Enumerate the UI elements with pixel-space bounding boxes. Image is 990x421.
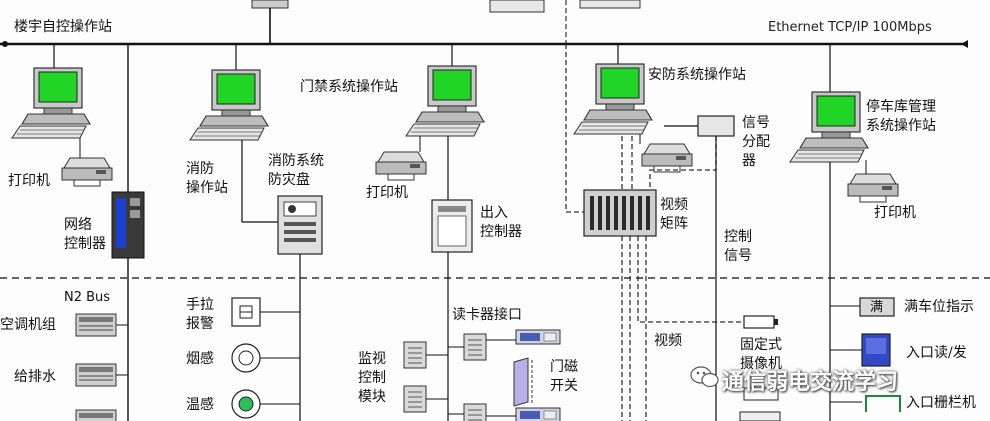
- monitor-module-label: 监视 控制 模块: [358, 351, 386, 405]
- temp-sensor-label: 温感: [186, 397, 214, 413]
- printer-icon-1: [61, 157, 113, 187]
- printer-icon-security: [641, 143, 693, 173]
- printer-label-3: 打印机: [874, 205, 916, 221]
- network-controller-label: 网络 控制器: [64, 217, 106, 252]
- signal-distributor-icon: [697, 115, 735, 137]
- fire-station-label: 消防 操作站: [186, 161, 228, 196]
- full-sign-text: 满: [870, 300, 884, 315]
- bottom-device-icon: [75, 409, 117, 421]
- manual-alarm-label: 手拉 报警: [186, 297, 214, 332]
- video-matrix-icon: [583, 189, 657, 237]
- io-controller-icon: [431, 199, 473, 253]
- n2-bus-label: N2 Bus: [64, 290, 111, 305]
- drainage-label: 给排水: [14, 369, 56, 385]
- ethernet-backbone: [0, 40, 968, 48]
- door-sensor-label: 门磁 开关: [550, 359, 578, 394]
- parking-station-label: 停车库管理 系统操作站: [866, 99, 936, 134]
- card-reader-interface-label: 读卡器接口: [452, 307, 522, 323]
- watermark-text: 通信弱电交流学习: [722, 370, 899, 395]
- card-reader-icon-2: [515, 407, 561, 421]
- temp-sensor-icon: [231, 389, 261, 419]
- drainage-icon: [75, 363, 117, 387]
- access-station-label: 门禁系统操作站: [300, 79, 398, 95]
- bottom-camera-icon: [739, 387, 781, 421]
- top-device-right: [489, 0, 641, 44]
- signal-distributor-label: 信号 分配 器: [742, 115, 770, 169]
- entry-barrier-icon: [865, 395, 901, 412]
- ac-unit-label: 空调机组: [0, 317, 56, 333]
- io-controller-label: 出入 控制器: [480, 205, 522, 240]
- wechat-icon: [690, 366, 719, 388]
- printer-icon-3: [847, 173, 899, 203]
- card-reader-icon-1: [515, 329, 561, 345]
- monitor-module-icon-1: [403, 341, 427, 369]
- ethernet-label: Ethernet TCP/IP 100Mbps: [768, 20, 932, 35]
- fixed-camera-label: 固定式 摄像机: [740, 337, 782, 372]
- full-indicator-label: 满车位指示: [904, 299, 974, 315]
- smoke-sensor-icon: [231, 343, 261, 373]
- entry-reader-label: 入口读/发: [906, 345, 967, 361]
- reader-module-icon-1: [463, 333, 487, 361]
- full-indicator-icon: [859, 297, 895, 317]
- parking-workstation-icon: [789, 91, 869, 163]
- network-controller-icon: [111, 191, 145, 259]
- ac-unit-icon: [75, 313, 117, 337]
- bas-station-label: 楼宇自控操作站: [14, 19, 112, 35]
- printer-label-2: 打印机: [366, 185, 408, 201]
- access-workstation-icon: [405, 65, 485, 137]
- video-lines: [565, 44, 760, 421]
- manual-alarm-icon: [231, 297, 261, 327]
- reader-module-icon-2: [463, 403, 487, 421]
- entry-barrier-label: 入口栅栏机: [906, 395, 976, 411]
- control-signal-label: 控制 信号: [724, 229, 752, 264]
- printer-icon-2: [375, 151, 427, 181]
- monitor-module-icon-2: [403, 385, 427, 413]
- video-label: 视频: [654, 333, 682, 349]
- fixed-camera-icon: [743, 315, 778, 329]
- door-sensor-icon: [513, 357, 533, 407]
- video-matrix-label: 视频 矩阵: [660, 197, 688, 232]
- security-workstation-icon: [573, 63, 653, 135]
- fire-panel-label: 消防系统 防灾盘: [268, 153, 324, 188]
- bas-workstation-icon: [11, 67, 91, 139]
- printer-label-1: 打印机: [8, 173, 50, 189]
- top-device-left: [251, 0, 289, 44]
- fire-panel-icon: [277, 195, 323, 255]
- security-station-label: 安防系统操作站: [648, 67, 746, 83]
- bas-branch: [53, 44, 129, 421]
- smoke-sensor-label: 烟感: [186, 351, 214, 367]
- fire-workstation-icon: [189, 69, 269, 141]
- entry-reader-icon: [861, 333, 891, 367]
